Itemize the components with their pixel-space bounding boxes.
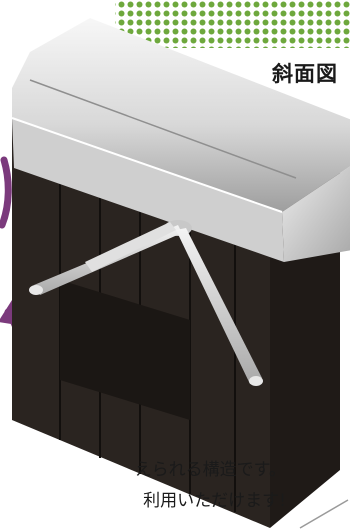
floor-line [300, 500, 348, 528]
caption-line-1: えられる構造です。 [0, 455, 286, 480]
caption-line-2: 利用いただけます! [0, 486, 286, 511]
diagonal-view-label: 斜面図 [272, 58, 338, 88]
